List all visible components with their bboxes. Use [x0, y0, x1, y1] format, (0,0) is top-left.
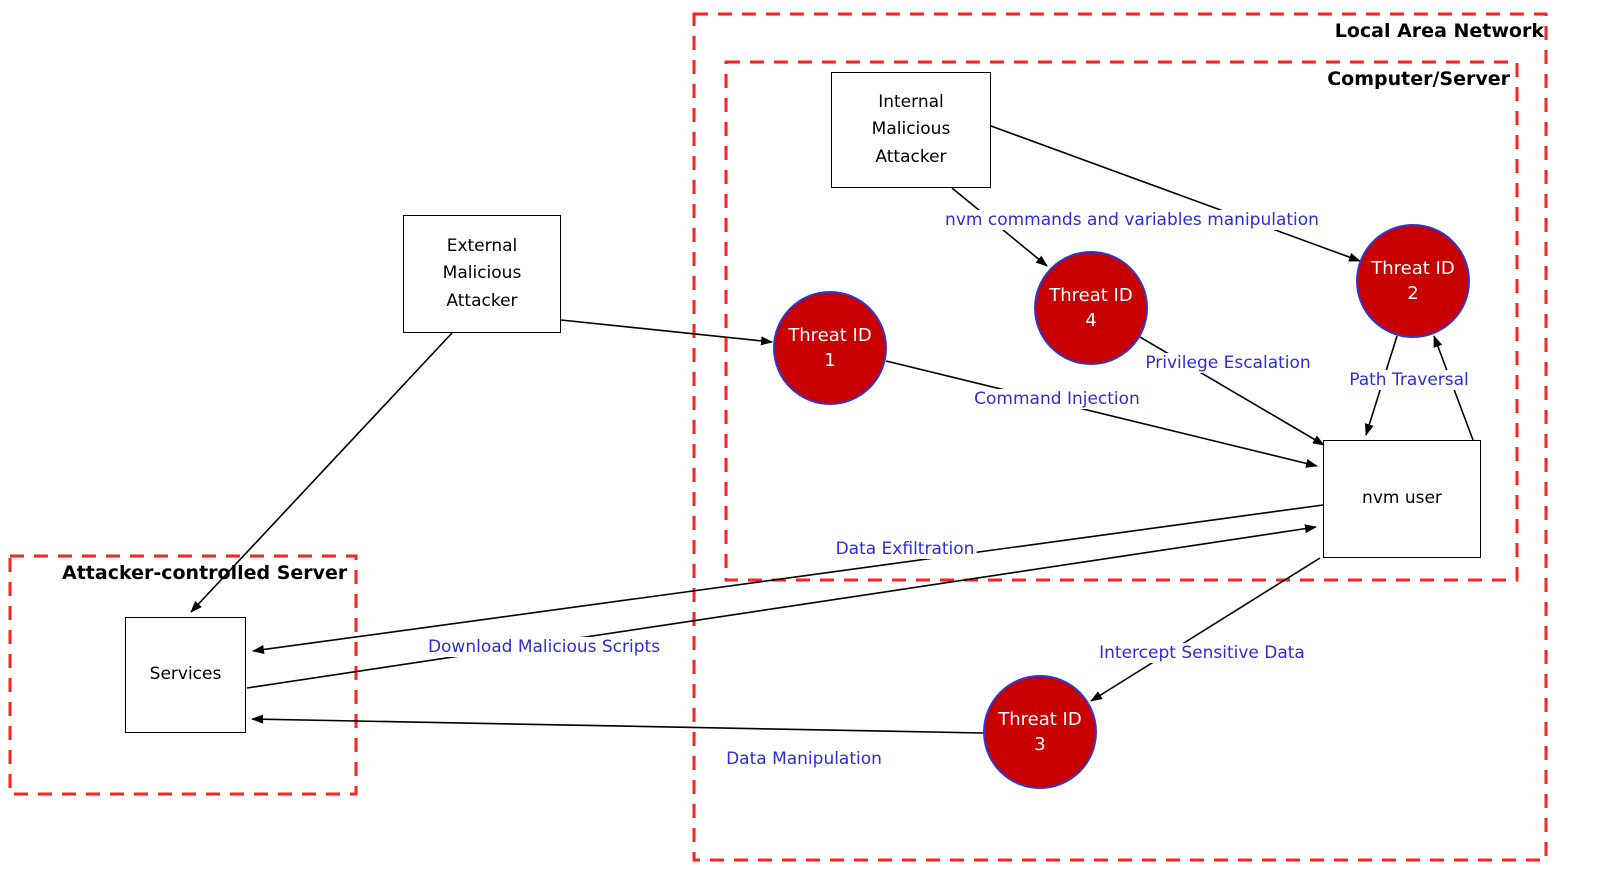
- node-nvm-user: nvm user: [1323, 440, 1481, 558]
- threat-title: Threat ID: [1371, 257, 1455, 279]
- node-services: Services: [125, 617, 246, 733]
- edge-services-to-nvm-user-download-scripts: [246, 524, 1317, 689]
- boundary-label-attacker-controlled-server: Attacker-controlled Server: [62, 562, 348, 584]
- threat-circle-1: Threat ID 1: [773, 291, 887, 405]
- threat-circle-2: Threat ID 2: [1356, 224, 1470, 338]
- threat-number: 3: [1034, 734, 1046, 755]
- edge-nvm-user-to-services-data-exfiltration: [252, 504, 1324, 654]
- boundary-attacker-controlled-server: [8, 554, 358, 796]
- threat-title: Threat ID: [998, 708, 1082, 730]
- edge-label-intercept-sensitive-data: Intercept Sensitive Data: [1097, 643, 1307, 663]
- node-internal-malicious-attacker: Internal Malicious Attacker: [831, 72, 991, 188]
- threat-title: Threat ID: [1049, 284, 1133, 306]
- edge-label-data-exfiltration: Data Exfiltration: [833, 539, 977, 559]
- edge-label-path-traversal: Path Traversal: [1347, 370, 1471, 390]
- edge-external-attacker-to-threat1: [560, 319, 773, 346]
- edge-internal-attacker-to-threat2: [990, 125, 1361, 262]
- boundary-label-computer-server: Computer/Server: [1327, 68, 1510, 90]
- threat-title: Threat ID: [788, 324, 872, 346]
- threat-circle-4: Threat ID 4: [1034, 251, 1148, 365]
- threat-number: 2: [1407, 283, 1419, 304]
- threat-number: 4: [1085, 310, 1097, 331]
- threat-circle-3: Threat ID 3: [983, 675, 1097, 789]
- edge-nvm-user-to-threat3-intercept-data: [1090, 557, 1321, 702]
- boundary-label-local-area-network: Local Area Network: [1334, 20, 1544, 42]
- edge-label-data-manipulation: Data Manipulation: [724, 749, 884, 769]
- edge-label-nvm-commands: nvm commands and variables manipulation: [943, 210, 1321, 230]
- boundary-computer-server: [724, 60, 1519, 582]
- edge-threat3-to-services-data-manipulation: [251, 714, 984, 734]
- edge-label-download-malicious-scripts: Download Malicious Scripts: [425, 637, 663, 657]
- edge-label-command-injection: Command Injection: [972, 389, 1142, 409]
- edge-threat1-to-nvm-user-command-injection: [885, 360, 1318, 468]
- edge-external-attacker-to-services: [190, 332, 453, 613]
- node-external-malicious-attacker: External Malicious Attacker: [403, 215, 561, 333]
- edge-label-privilege-escalation: Privilege Escalation: [1143, 353, 1313, 373]
- boundary-local-area-network: [692, 12, 1548, 862]
- threat-number: 1: [824, 350, 836, 371]
